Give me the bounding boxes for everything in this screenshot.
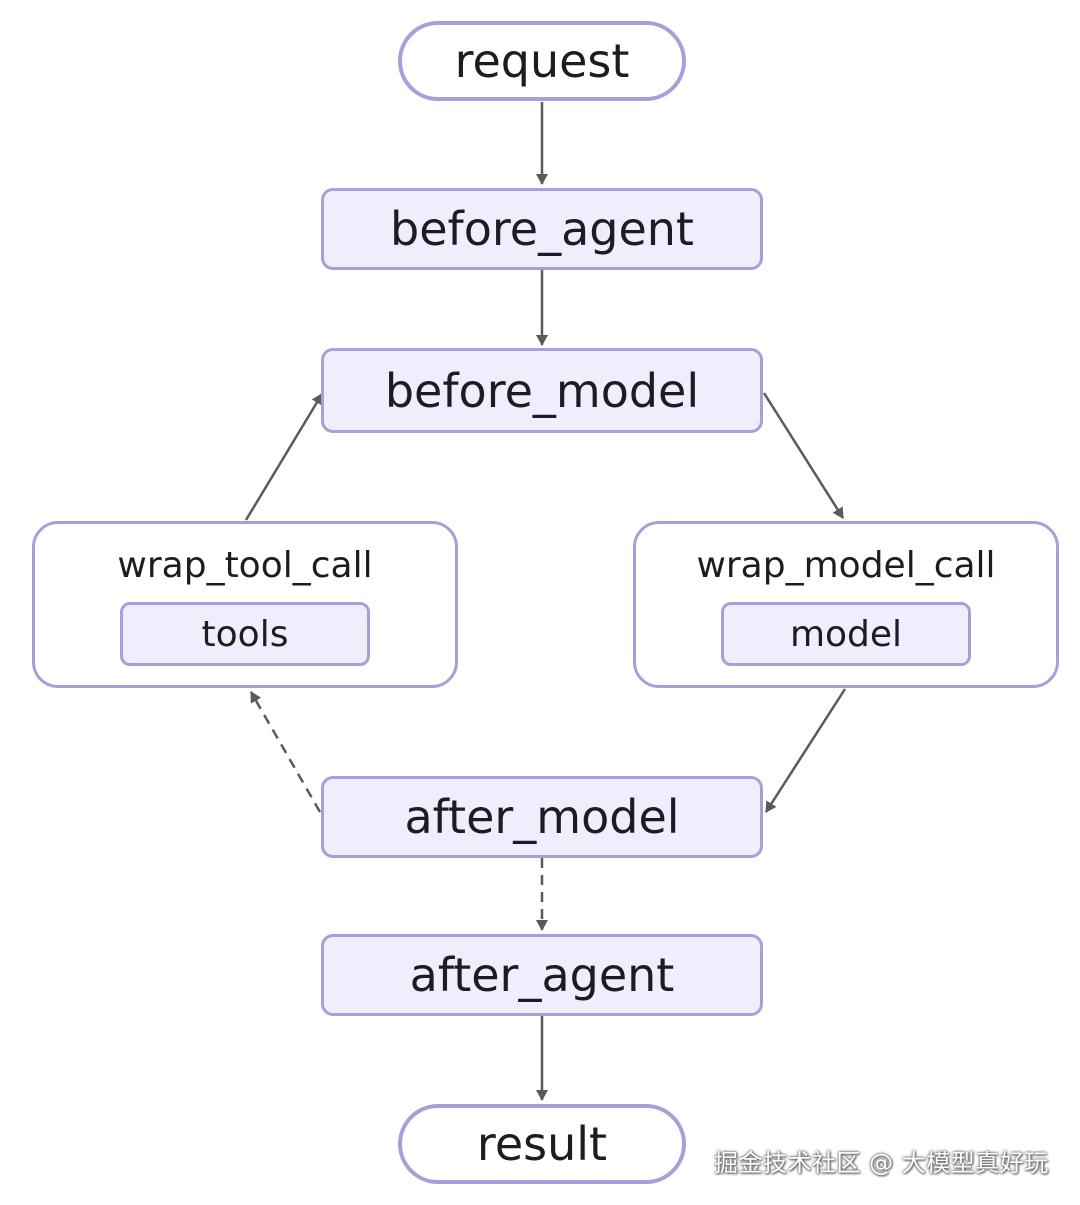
model-node: model (721, 602, 971, 666)
after-model-label: after_model (404, 790, 680, 844)
before-agent-node: before_agent (321, 188, 763, 270)
result-label: result (476, 1117, 608, 1171)
edge-wrap-tool-call-before-model (244, 393, 324, 521)
edge-wrap-model-call-after-model (764, 688, 847, 813)
edge-after-model-wrap-tool-call (249, 691, 322, 813)
before-agent-label: before_agent (390, 202, 694, 256)
tools-node: tools (120, 602, 370, 666)
request-label: request (454, 34, 630, 88)
after-agent-node: after_agent (321, 934, 763, 1016)
wrap-tool-call-label: wrap_tool_call (117, 545, 373, 586)
result-node: result (398, 1104, 686, 1184)
watermark: 掘金技术社区 @ 大模型真好玩 (714, 1149, 1049, 1177)
before-model-node: before_model (321, 348, 763, 433)
tools-label: tools (201, 613, 289, 655)
wrap-model-call-node: wrap_model_call model (633, 521, 1059, 688)
after-agent-label: after_agent (409, 948, 675, 1002)
wrap-model-call-label: wrap_model_call (696, 545, 996, 586)
after-model-node: after_model (321, 776, 763, 858)
before-model-label: before_model (384, 363, 700, 418)
request-node: request (398, 21, 686, 101)
wrap-tool-call-node: wrap_tool_call tools (32, 521, 458, 688)
model-label: model (789, 613, 903, 655)
edge-before-model-wrap-model-call (762, 392, 845, 519)
